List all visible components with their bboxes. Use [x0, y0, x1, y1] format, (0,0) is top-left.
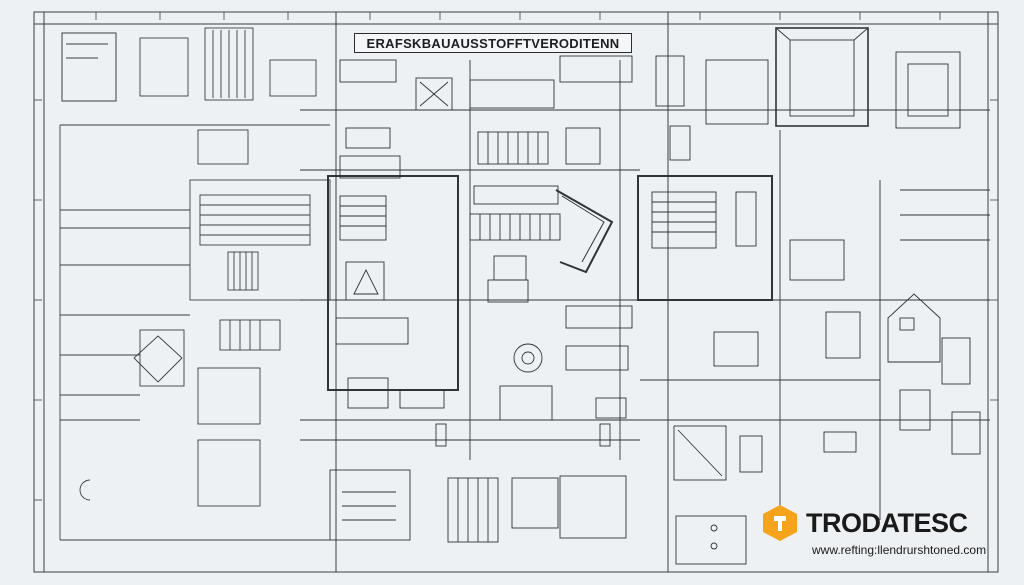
floor-plan-left: [59, 27, 331, 541]
sheet-frame: [33, 11, 999, 573]
floor-plan-right: [637, 27, 990, 565]
drawing-title: ERAFSKBAUAUSSTOFFTVERODITENN: [354, 33, 632, 53]
floor-plan-center: [300, 55, 640, 543]
brand-name: TRODATESC: [806, 507, 968, 538]
brand-url: www.refting:llendrurshtoned.com: [812, 543, 987, 557]
brand-logo: TRODATESC: [758, 503, 1010, 543]
wrench-hexagon-icon: [758, 503, 802, 543]
title-block-top-left: [61, 32, 117, 102]
dimension-ticks: [34, 12, 998, 501]
